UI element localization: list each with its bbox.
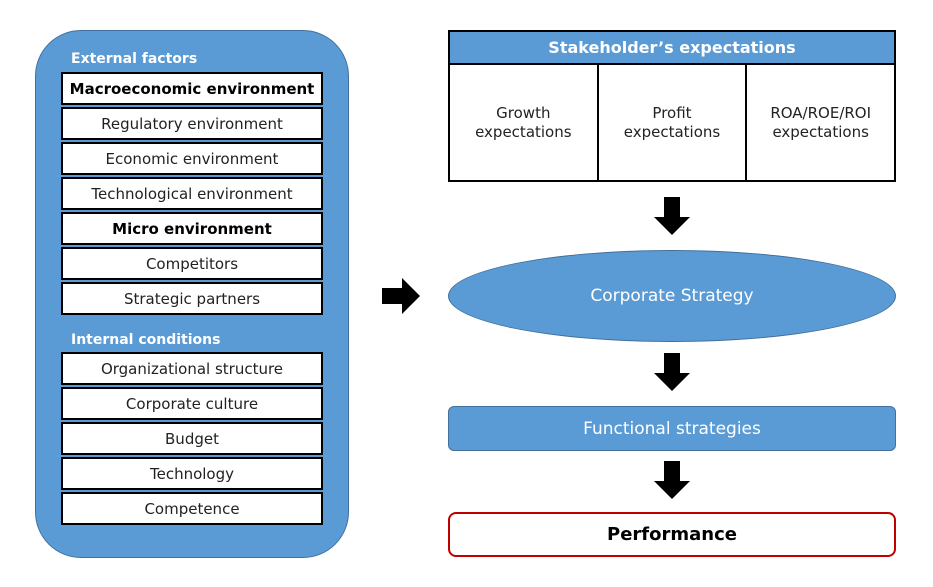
arrow-down-icon bbox=[654, 197, 690, 235]
box-strategic-partners: Strategic partners bbox=[61, 282, 323, 315]
box-competitors: Competitors bbox=[61, 247, 323, 280]
box-corporate-culture: Corporate culture bbox=[61, 387, 323, 420]
arrow-down-icon bbox=[654, 353, 690, 391]
roa-line2: expectations bbox=[772, 122, 869, 141]
external-factors-label: External factors bbox=[71, 51, 198, 67]
functional-strategies-box: Functional strategies bbox=[448, 406, 896, 451]
box-macroeconomic-environment: Macroeconomic environment bbox=[61, 72, 323, 105]
factors-panel: External factors Macroeconomic environme… bbox=[35, 30, 349, 558]
box-economic-environment: Economic environment bbox=[61, 142, 323, 175]
arrow-right-icon bbox=[382, 278, 420, 314]
internal-conditions-label: Internal conditions bbox=[71, 332, 221, 348]
growth-line1: Growth bbox=[496, 103, 551, 122]
box-competence: Competence bbox=[61, 492, 323, 525]
box-technological-environment: Technological environment bbox=[61, 177, 323, 210]
stakeholder-expectations-header: Stakeholder’s expectations bbox=[448, 30, 896, 65]
box-regulatory-environment: Regulatory environment bbox=[61, 107, 323, 140]
roa-line1: ROA/ROE/ROI bbox=[770, 103, 872, 122]
profit-line1: Profit bbox=[652, 103, 692, 122]
box-budget: Budget bbox=[61, 422, 323, 455]
performance-box: Performance bbox=[448, 512, 896, 557]
arrow-down-icon bbox=[654, 461, 690, 499]
growth-line2: expectations bbox=[475, 122, 572, 141]
profit-line2: expectations bbox=[623, 122, 721, 141]
box-micro-environment: Micro environment bbox=[61, 212, 323, 245]
box-organizational-structure: Organizational structure bbox=[61, 352, 323, 385]
corporate-strategy-ellipse: Corporate Strategy bbox=[448, 250, 896, 342]
box-technology: Technology bbox=[61, 457, 323, 490]
